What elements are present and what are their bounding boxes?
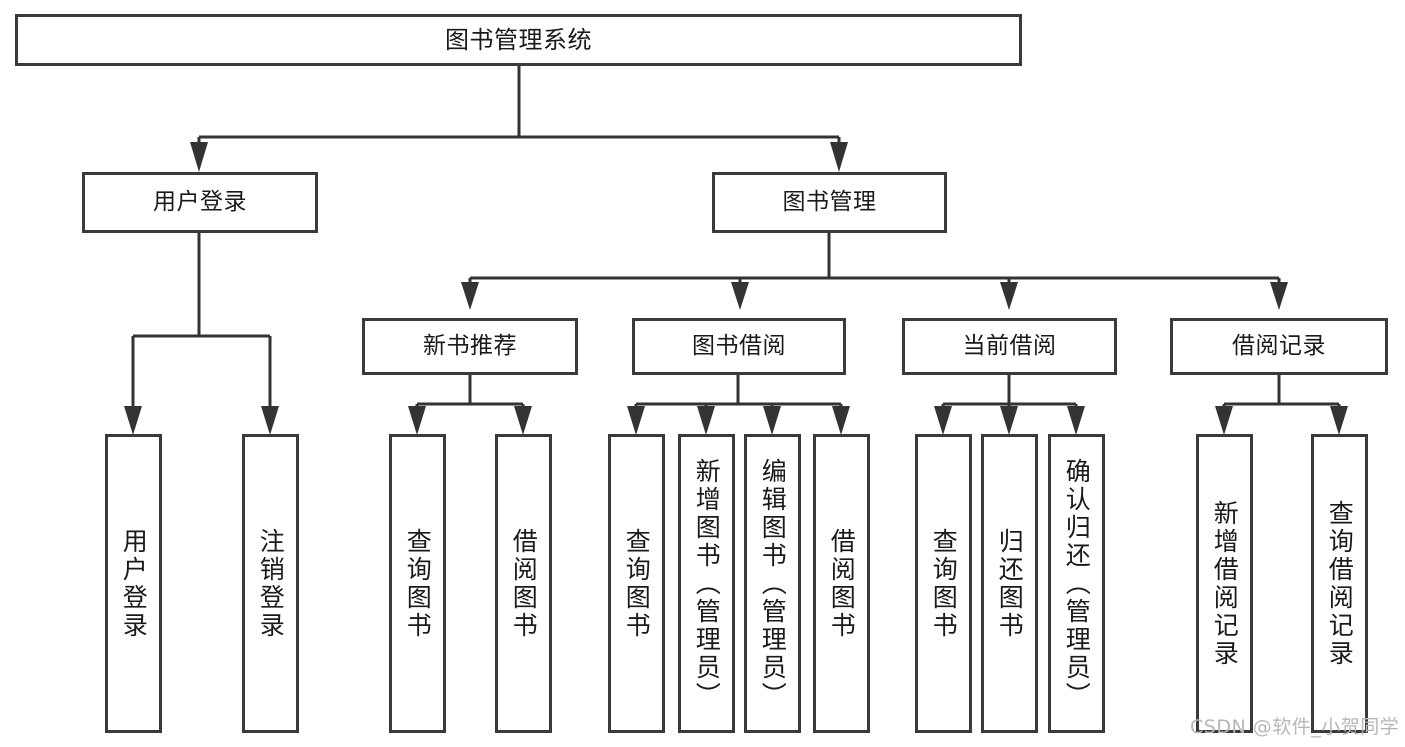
node-leaf-borrow-book-1[interactable]: 借阅图书 [495, 434, 552, 733]
node-label: 当前借阅 [962, 332, 1057, 359]
node-leaf-confirm-return[interactable]: 确认归还（管理员） [1048, 434, 1105, 733]
node-new-book-rec[interactable]: 新书推荐 [362, 318, 578, 375]
node-borrow-record[interactable]: 借阅记录 [1170, 318, 1388, 375]
node-label: 确认归还（管理员） [1062, 457, 1092, 710]
node-label: 用户登录 [153, 188, 247, 215]
node-label: 查询图书 [403, 527, 433, 640]
node-leaf-return-book[interactable]: 归还图书 [981, 434, 1038, 733]
node-leaf-query-book-2[interactable]: 查询图书 [608, 434, 665, 733]
node-leaf-edit-book[interactable]: 编辑图书（管理员） [744, 434, 801, 733]
node-leaf-logout[interactable]: 注销登录 [242, 434, 299, 733]
node-leaf-query-book-1[interactable]: 查询图书 [389, 434, 446, 733]
node-label: 图书管理系统 [445, 25, 592, 54]
node-label: 借阅图书 [827, 527, 857, 640]
node-leaf-query-book-3[interactable]: 查询图书 [915, 434, 972, 733]
node-label: 新增图书（管理员） [692, 457, 722, 710]
node-label: 用户登录 [119, 527, 149, 640]
node-label: 归还图书 [995, 527, 1025, 640]
node-current-borrow[interactable]: 当前借阅 [902, 318, 1117, 375]
node-leaf-borrow-book-2[interactable]: 借阅图书 [813, 434, 870, 733]
node-label: 图书借阅 [692, 332, 786, 359]
node-label: 借阅图书 [509, 527, 539, 640]
node-book-borrow[interactable]: 图书借阅 [632, 318, 846, 375]
node-label: 新增借阅记录 [1210, 499, 1240, 668]
node-leaf-query-record[interactable]: 查询借阅记录 [1311, 434, 1368, 733]
node-label: 图书管理 [782, 188, 877, 215]
node-book-manage[interactable]: 图书管理 [712, 172, 947, 233]
node-leaf-user-login[interactable]: 用户登录 [105, 434, 162, 733]
node-root-book-management-system[interactable]: 图书管理系统 [15, 14, 1022, 66]
node-user-login[interactable]: 用户登录 [82, 172, 318, 233]
node-leaf-add-record[interactable]: 新增借阅记录 [1196, 434, 1253, 733]
node-label: 查询借阅记录 [1325, 499, 1355, 668]
node-label: 编辑图书（管理员） [758, 457, 788, 710]
node-label: 新书推荐 [423, 332, 517, 359]
node-label: 注销登录 [256, 527, 286, 640]
watermark-csdn: CSDN @软件_小贺同学 [1190, 716, 1400, 738]
node-label: 查询图书 [929, 527, 959, 640]
node-label: 查询图书 [622, 527, 652, 640]
node-leaf-add-book[interactable]: 新增图书（管理员） [678, 434, 735, 733]
node-label: 借阅记录 [1232, 332, 1326, 359]
